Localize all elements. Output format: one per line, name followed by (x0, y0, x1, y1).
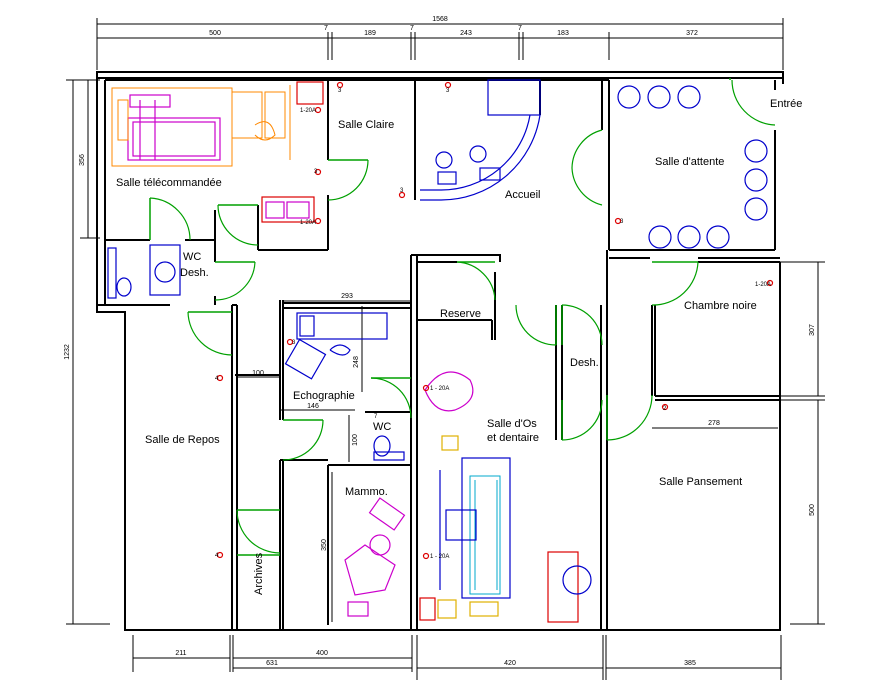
dim-bottom-4: 420 (504, 660, 516, 667)
equipment-telecommandee (111, 81, 324, 223)
tag-120a-4: 1 - 20A (430, 386, 449, 392)
dim-bottom-3: 631 (266, 660, 278, 667)
dim-interior-6: 278 (708, 420, 720, 427)
room-salle-telecommandee: Salle télécommandée (116, 177, 222, 189)
room-reserve: Reserve (440, 308, 481, 320)
equipment-echographie (284, 312, 388, 380)
dim-interior-5: 100 (352, 434, 359, 446)
room-mammo: Mammo. (345, 486, 388, 498)
dim-top-3: 189 (364, 30, 376, 37)
dim-bottom-2: 400 (316, 650, 328, 657)
dim-interior-1: 293 (341, 293, 353, 300)
dim-interior-7: 350 (321, 539, 328, 551)
dim-bottom-1: 211 (175, 650, 186, 657)
room-salle-os-dentaire: et dentaire (487, 432, 539, 444)
equipment-accueil (420, 79, 541, 201)
room-salle-repos: Salle de Repos (145, 434, 220, 446)
room-salle-attente: Salle d'attente (655, 156, 724, 168)
dim-interior-2: 248 (353, 356, 360, 368)
equipment-mammo (344, 497, 406, 617)
dim-bottom-5: 385 (684, 660, 696, 667)
room-chambre-noire: Chambre noire (684, 300, 757, 312)
doors (149, 78, 776, 556)
room-salle-os: Salle d'Os (487, 418, 537, 430)
dim-top-5: 243 (460, 30, 472, 37)
dim-interior-3: 100 (252, 370, 264, 377)
equipment-wc2 (373, 435, 405, 461)
dim-left-total: 1232 (64, 344, 71, 360)
tag-3d: 3 (400, 188, 404, 194)
room-echographie: Echographie (293, 390, 355, 402)
tag-3e: 3 (620, 219, 624, 225)
dim-right-1: 307 (809, 324, 816, 336)
equipment-wc1 (107, 244, 181, 299)
room-salle-pansement: Salle Pansement (659, 476, 742, 488)
equipment-attente (617, 85, 768, 249)
tag-4a: 4 (215, 376, 219, 382)
tag-2: 2 (663, 406, 667, 412)
dim-top-4: 7 (410, 25, 414, 32)
dimension-lines (66, 18, 825, 680)
room-desh-1: Desh. (180, 267, 209, 279)
dim-top-6: 7 (518, 25, 522, 32)
room-salle-claire: Salle Claire (338, 119, 394, 131)
tag-120a-1: 1-20A (300, 108, 316, 114)
dim-top-8: 372 (686, 30, 698, 37)
tag-3b: 3 (446, 88, 450, 94)
room-desh-2: Desh. (570, 357, 599, 369)
walls (96, 71, 784, 631)
dim-top-1: 500 (209, 30, 221, 37)
dim-right-2: 500 (809, 504, 816, 516)
room-wc-2: WC (373, 421, 391, 433)
tag-120a-2: 1-20A (300, 220, 316, 226)
tag-120a-5: 1 - 20A (430, 554, 449, 560)
tag-3a: 3 (338, 88, 342, 94)
electric-markers (216, 81, 774, 560)
tag-3f: 3 (292, 340, 296, 346)
dim-top-2: 7 (324, 25, 328, 32)
dim-total-top: 1568 (432, 16, 448, 23)
dim-interior-4: 146 (307, 403, 319, 410)
tag-7: 7 (374, 414, 378, 420)
room-entree: Entrée (770, 98, 802, 110)
room-accueil: Accueil (505, 189, 540, 201)
room-wc-1: WC (183, 251, 201, 263)
equipment-salle-os (419, 371, 592, 623)
dim-left-top: 356 (79, 154, 86, 166)
dim-top-7: 183 (557, 30, 569, 37)
tag-3c: 3 (314, 169, 318, 175)
tag-120a-3: 1-20A (755, 282, 771, 288)
tag-4b: 4 (215, 553, 219, 559)
room-archives: Archives (253, 552, 265, 595)
